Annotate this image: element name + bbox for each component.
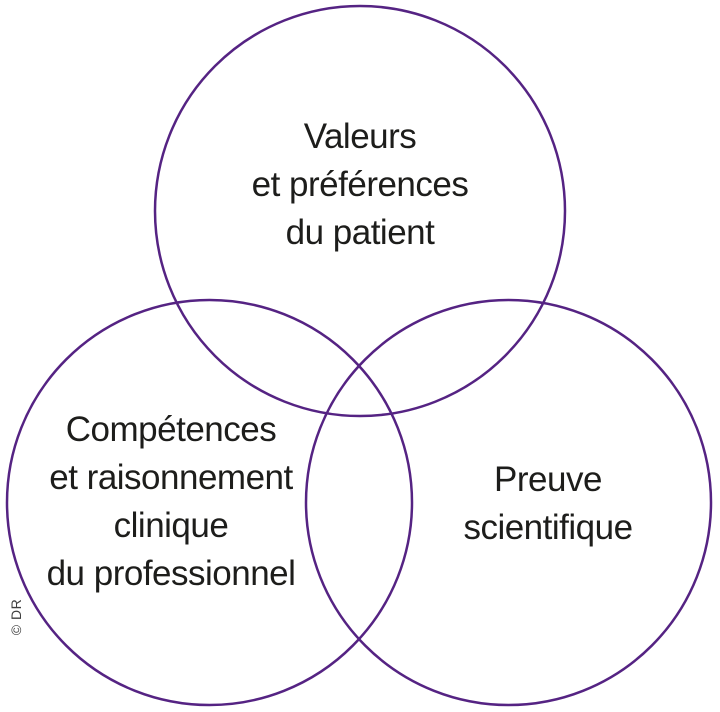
venn-label-line: du patient <box>285 213 435 252</box>
venn-circle-scientific-evidence <box>304 298 713 707</box>
venn-label-patient-values: Valeurs et préférences du patient <box>252 113 469 257</box>
venn-label-line: Preuve <box>494 460 602 499</box>
venn-label-line: clinique <box>113 506 229 545</box>
venn-label-line: du professionnel <box>46 554 296 593</box>
copyright-credit: © DR <box>8 598 24 636</box>
venn-label-professional-competence: Compétences et raisonnement clinique du … <box>47 406 296 598</box>
venn-label-line: scientifique <box>463 508 633 547</box>
venn-label-line: et préférences <box>251 165 469 204</box>
venn-circle-professional-competence <box>5 298 414 707</box>
venn-circle-patient-values <box>153 4 567 418</box>
venn-label-line: et raisonnement <box>49 458 293 497</box>
venn-label-scientific-evidence: Preuve scientifique <box>463 456 633 552</box>
venn-label-line: Compétences <box>65 410 277 449</box>
venn-label-line: Valeurs <box>303 117 417 156</box>
